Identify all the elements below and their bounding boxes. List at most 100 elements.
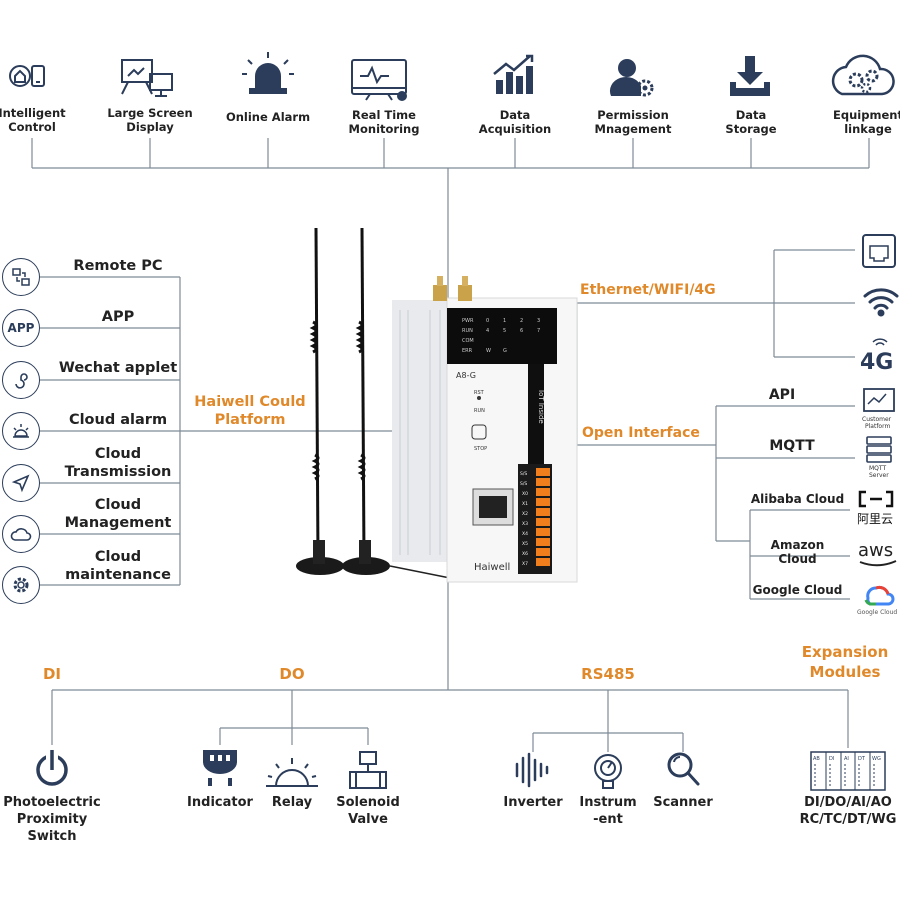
label-line: Relay [271, 795, 313, 810]
label-line: Transmission [64, 464, 172, 480]
gateway-device [392, 276, 578, 583]
monitoring-screen-icon [351, 59, 407, 101]
label-line: Remote PC [73, 258, 163, 274]
label-line: linkage [844, 122, 892, 136]
terminal-label: X6 [522, 551, 528, 557]
wechat-applet-icon [2, 361, 40, 399]
led-err-w: W [486, 348, 491, 354]
led-num: 7 [537, 328, 540, 334]
label-line: Alibaba Cloud [750, 492, 845, 506]
wifi-icon [863, 288, 899, 317]
terminal-label: X1 [522, 501, 528, 507]
relay-icon [266, 758, 318, 787]
label-line: Inverter [503, 795, 563, 810]
module-tag: WG [872, 756, 881, 762]
label-line: Modules [809, 663, 881, 681]
label-line: Cloud [94, 549, 142, 565]
label-line: Equipment [833, 108, 900, 122]
customer-platform-caption-2: Platform [865, 423, 890, 430]
led-num: 3 [537, 318, 540, 324]
label-di: DI [32, 665, 72, 683]
terminal-block [536, 468, 550, 566]
label-scanner: Scanner [643, 794, 723, 811]
mqtt-server-icon [866, 436, 892, 463]
device-stop-label: STOP [474, 446, 487, 452]
label-line: Amazon Cloud [770, 538, 825, 566]
label-line: Open Interface [582, 425, 700, 441]
led-err-g: G [503, 348, 507, 354]
terminal-label: X5 [522, 541, 528, 547]
label-remote-pc: Remote PC [58, 257, 178, 275]
smart-home-icon [9, 65, 45, 87]
alibaba-logo-text: 阿里云 [857, 512, 893, 526]
bar-chart-icon [493, 54, 534, 94]
module-tag: DT [858, 756, 866, 762]
label-line: Data [735, 108, 767, 122]
cloud-gears-icon [831, 54, 895, 96]
device-model: A8-G [456, 371, 476, 380]
label-line: Intelligent [0, 106, 66, 120]
label-line: maintenance [65, 567, 171, 583]
label-cloud-alarm: Cloud alarm [58, 411, 178, 429]
user-gear-icon [609, 59, 654, 97]
label-line: DI/DO/AI/AO [804, 795, 892, 810]
label-line: Acquisition [478, 122, 552, 136]
label-cloud-maintenance: Cloud maintenance [58, 548, 178, 584]
power-switch-icon [36, 750, 68, 786]
4g-text: 4G [860, 350, 893, 375]
label-inverter: Inverter [493, 794, 573, 811]
app-icon-text: APP [7, 321, 35, 335]
antenna-left [296, 227, 344, 575]
label-line: Instrum [579, 795, 637, 810]
app-icon: APP [2, 309, 40, 347]
led-num: 1 [503, 318, 506, 324]
label-line: Online Alarm [225, 110, 311, 124]
label-line: Management [64, 515, 172, 531]
open-interface-title: Open Interface [582, 426, 722, 440]
ethernet-port-icon [862, 234, 896, 268]
terminal-label: X3 [522, 521, 528, 527]
magnifier-icon [667, 752, 700, 786]
label-line: Photoelectric [3, 795, 101, 810]
led-num: 5 [503, 328, 506, 334]
label-line: Wechat applet [58, 360, 178, 376]
label-line: API [768, 387, 796, 403]
label-line: Google Cloud [752, 583, 843, 597]
label-line: Haiwell Could [194, 394, 306, 410]
terminal-label: X4 [522, 531, 528, 537]
label-line: DI [42, 665, 62, 683]
label-line: Mnagement [594, 122, 672, 136]
label-online-alarm: Online Alarm [218, 110, 318, 124]
terminal-label: X2 [522, 511, 528, 517]
customer-platform-icon [863, 388, 895, 412]
label-app: APP [58, 308, 178, 326]
cloud-icon [2, 515, 40, 553]
label-line: Scanner [653, 795, 713, 810]
gear-icon [2, 566, 40, 604]
terminal-label: X7 [522, 561, 528, 567]
module-tag: AI [844, 756, 849, 762]
label-line: Platform [214, 412, 286, 428]
device-brand: Haiwell [474, 562, 510, 573]
label-line: Storage [725, 122, 777, 136]
gauge-icon [594, 754, 622, 789]
customer-platform-caption-1: Customer [862, 416, 892, 423]
label-line: Indicator [187, 795, 253, 810]
label-line: Control [8, 120, 56, 134]
indicator-lamp-icon [203, 750, 237, 786]
modules-rack-icon: AB DI AI DT WG [810, 751, 886, 791]
device-led-pwr: PWR [462, 318, 474, 324]
terminal-label: S/S [520, 481, 527, 487]
label-google-cloud: Google Cloud [750, 583, 845, 597]
aws-logo: aws [858, 540, 897, 567]
label-instrument: Instrum-ent [568, 794, 648, 828]
